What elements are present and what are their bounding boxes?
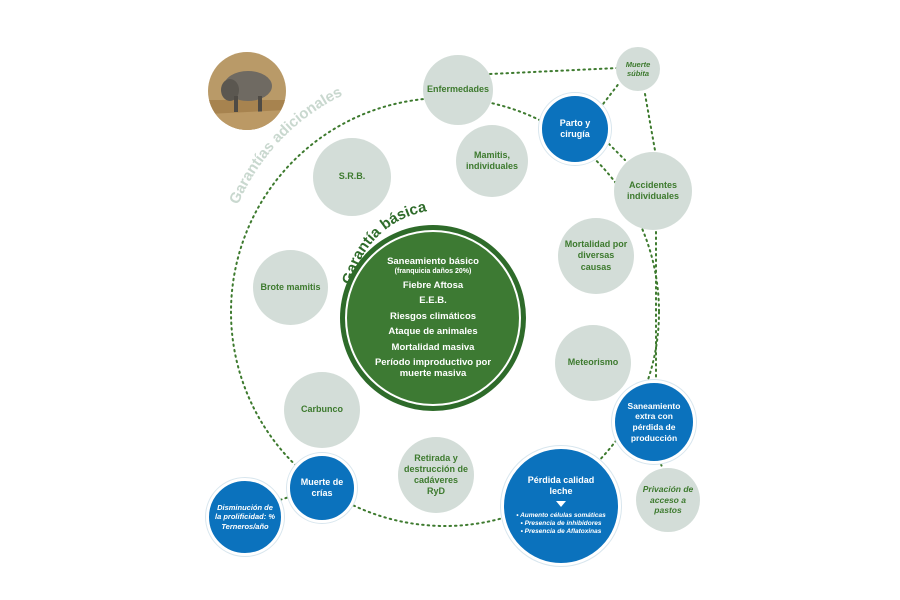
cow-photo [208,52,286,130]
node-srb: S.R.B. [313,138,391,216]
node-retirada: Retirada y destrucción de cadáveres RyD [398,437,474,513]
node-muerte-subita: Muerte súbita [616,47,660,91]
basic-item: Saneamiento básico (franquicia daños 20%… [387,256,479,275]
connector-parto-subita [599,81,621,109]
node-carbunco: Carbunco [284,372,360,448]
basic-item: Mortalidad masiva [391,341,475,353]
basic-item: Riesgos climáticos [389,310,477,322]
down-arrow-icon [556,500,566,507]
node-meteorismo: Meteorismo [555,325,631,401]
connector-parto-accidentes [604,139,626,161]
node-privacion: Privación de acceso a pastos [636,468,700,532]
perdida-bullet: • Presencia de Aflatoxinas [520,528,602,536]
node-enfermedades: Enfermedades [423,55,493,125]
node-perdida-calidad: Pérdida calidad leche • Aumento células … [501,446,621,566]
basic-item: E.E.B. [419,295,447,307]
perdida-bullet: • Aumento células somáticas [516,511,606,519]
node-parto: Parto y cirugía [539,93,611,165]
node-brote-mamitis: Brote mamitis [253,250,328,325]
basic-item: Ataque de animales [388,326,478,338]
node-accidentes: Accidentes individuales [614,152,692,230]
node-mortalidad: Mortalidad por diversas causas [558,218,634,294]
connector-subita-accidentes [644,93,657,157]
node-disminucion: Disminución de la prolificidad: % Terner… [206,478,284,556]
node-saneamiento-extra: Saneamiento extra con pérdida de producc… [612,380,696,464]
basic-item: Fiebre Aftosa [402,280,464,292]
node-mamitis: Mamitis, individuales [456,125,528,197]
perdida-bullet: • Presencia de inhibidores [520,520,602,528]
basic-guarantee-circle: Saneamiento básico (franquicia daños 20%… [345,230,521,406]
basic-item: Período improductivo por muerte masiva [374,356,492,380]
connector-enf-subita [489,67,619,75]
node-muerte-crias: Muerte de crías [287,453,357,523]
